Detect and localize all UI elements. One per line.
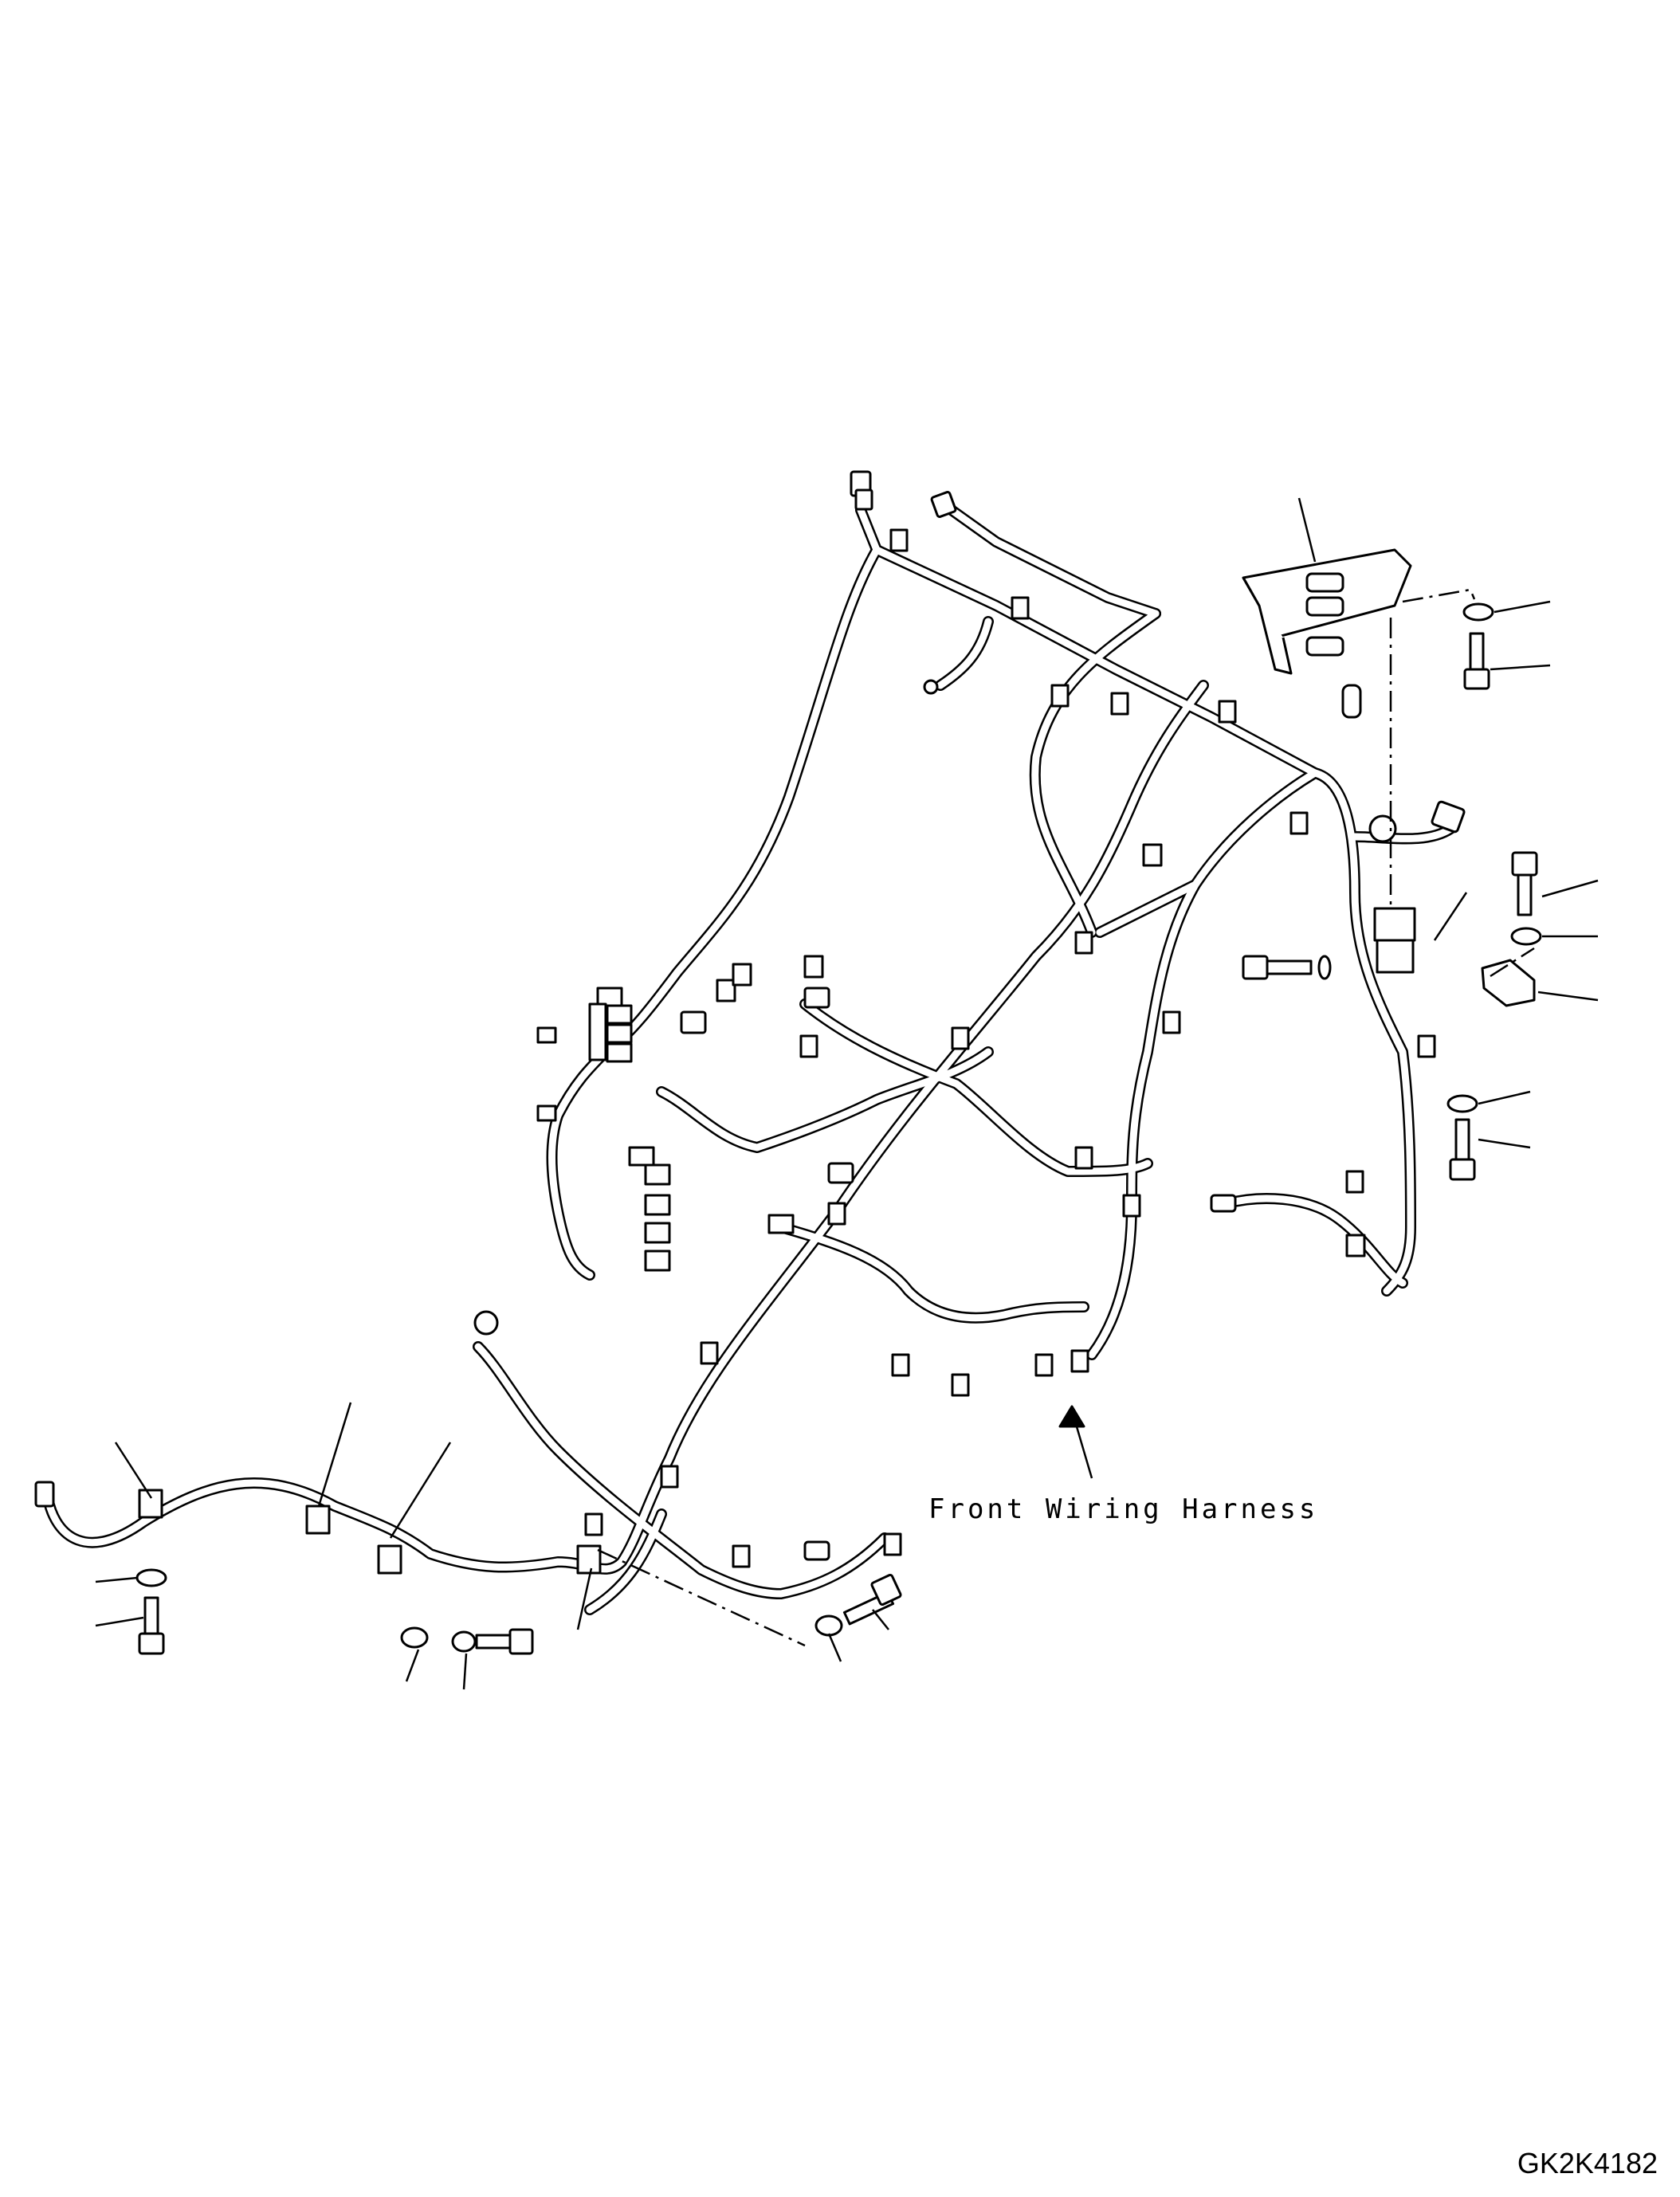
washer-bottom-mid xyxy=(400,1626,477,1653)
bolt-bottom-mid xyxy=(475,1628,534,1655)
bolt-bottom-left xyxy=(138,1596,165,1655)
connector-right-block xyxy=(1373,907,1416,974)
harness-clips xyxy=(138,528,1436,1575)
washer-right-lower xyxy=(1446,1094,1478,1113)
connector-bottom-left xyxy=(34,1310,830,1561)
washer-right-upper xyxy=(1510,927,1542,946)
drawing-code: GK2K4182 xyxy=(1517,2147,1658,2179)
bolt-center-right xyxy=(1242,955,1332,980)
bracket-top-right xyxy=(1242,548,1412,719)
washer-top-right xyxy=(1462,602,1494,622)
washer-bottom-center xyxy=(814,1614,843,1637)
assembly-lines xyxy=(597,588,1535,1647)
connector-bank-left xyxy=(536,987,671,1272)
grommet-right xyxy=(1368,814,1397,843)
connector-lower-right xyxy=(1210,1194,1237,1213)
connector-top-left xyxy=(850,470,873,511)
leader-lines xyxy=(95,497,1599,1690)
connector-top xyxy=(930,491,957,518)
bolt-bottom-center xyxy=(842,1573,902,1626)
washer-bottom-left xyxy=(135,1568,167,1587)
bolt-right-lower xyxy=(1449,1118,1476,1181)
connector-upper-right xyxy=(1431,800,1466,834)
harness-callout-label: Front Wiring Harness xyxy=(928,1493,1318,1525)
connector-mid xyxy=(680,987,854,1234)
harness-wires xyxy=(42,496,1456,1615)
bolt-right-upper xyxy=(1511,851,1538,916)
ring-terminal xyxy=(923,679,939,695)
bolt-top-right xyxy=(1463,632,1490,690)
bracket-small-right xyxy=(1481,959,1536,1007)
connectors xyxy=(34,470,1466,1575)
